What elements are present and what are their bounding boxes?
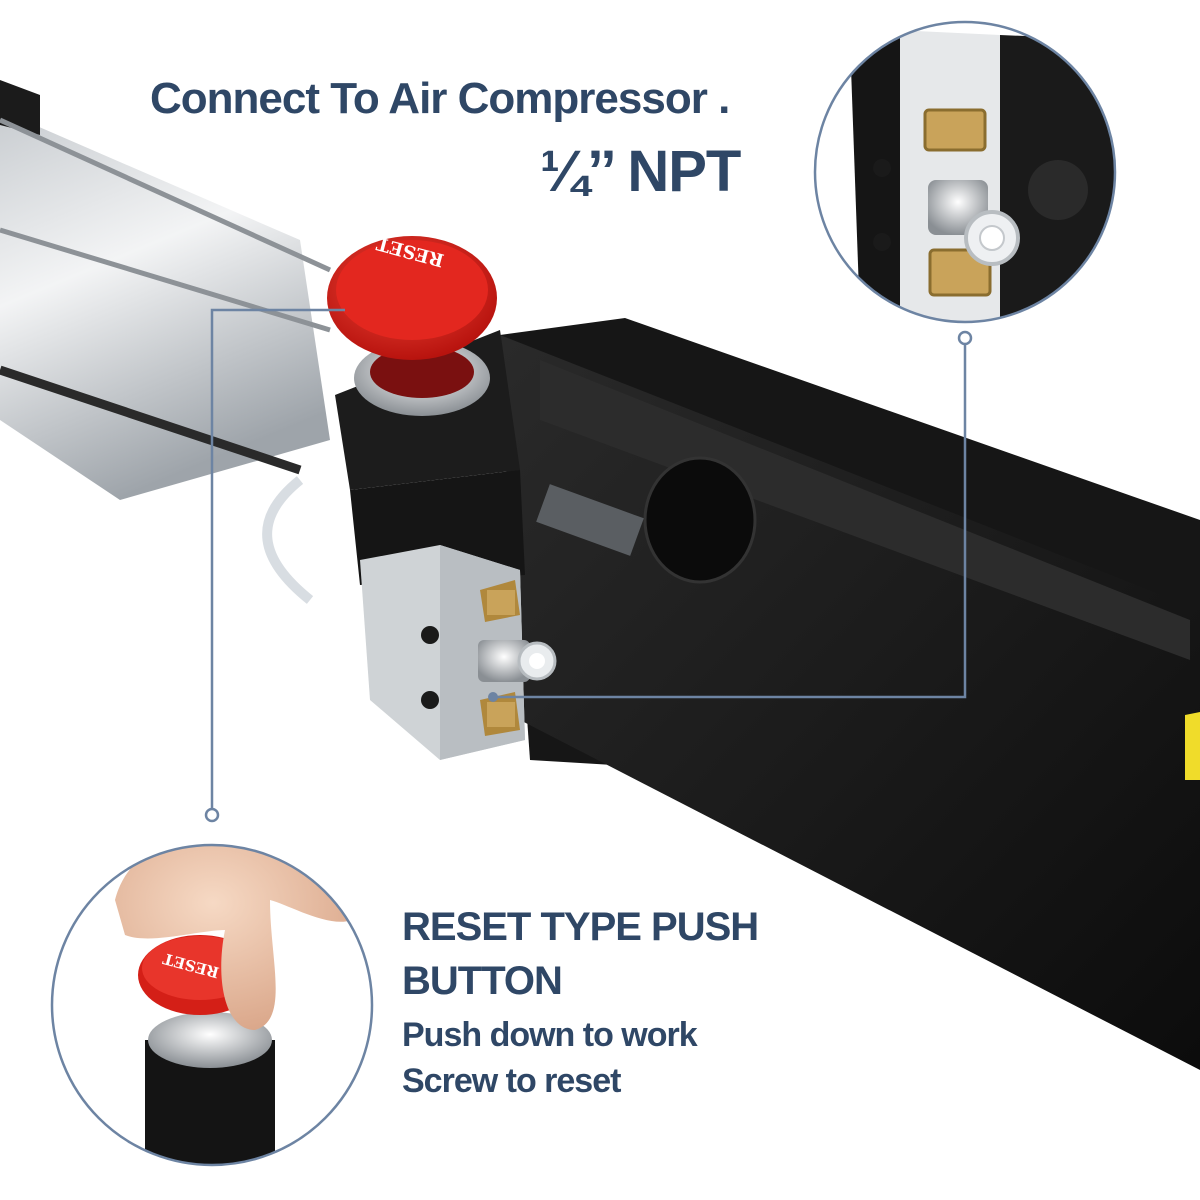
red-reset-button: RESET — [327, 232, 497, 416]
callout-dot-top — [957, 330, 973, 346]
black-housing — [500, 318, 1200, 1070]
push-to-connect-fitting — [478, 640, 557, 682]
fitting-spec: ¼’’ NPT — [540, 139, 741, 204]
brass-muffler-top — [480, 580, 520, 622]
feature-line-reset: Screw to reset — [402, 1062, 621, 1100]
callout-dot-bottom — [204, 807, 220, 823]
hand-pressing-button-inset: RESET — [50, 843, 374, 1167]
headline: Connect To Air Compressor . — [150, 74, 730, 123]
feature-description: Push down to work Screw to reset — [402, 1012, 822, 1104]
feature-title: RESET TYPE PUSH BUTTON — [402, 905, 759, 1003]
fitting-closeup-inset — [813, 20, 1117, 324]
air-cylinder — [0, 80, 332, 604]
brass-muffler-bottom — [480, 692, 520, 736]
callout-dot-fitting — [488, 692, 498, 702]
feature-line-push: Push down to work — [402, 1016, 698, 1054]
callout-lines — [210, 308, 967, 815]
